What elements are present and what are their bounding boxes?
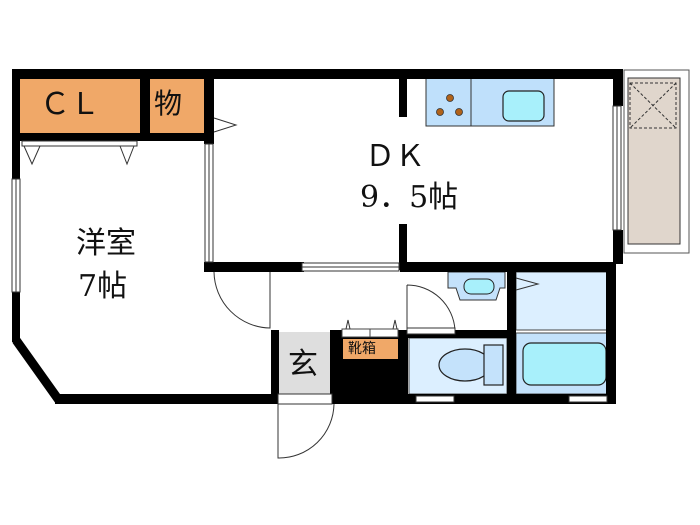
closet-area [20,78,140,133]
western-room-size: 7帖 [78,269,128,304]
storage-area [150,78,204,133]
walls [12,69,623,404]
dk-size: 9．5帖 [360,180,459,215]
toilet-tank [483,344,504,386]
door-swings [213,271,456,459]
entrance-label: 玄 [288,347,318,382]
closet-label: ＣＬ [40,87,100,122]
entrance-floor [279,332,333,394]
storage-label: 物 [154,87,183,120]
bathtub [522,342,607,386]
western-room-name: 洋室 [76,226,136,261]
washroom-area [515,271,614,331]
shoe-box-label: 靴箱 [348,341,376,357]
toilet-bowl [438,348,492,382]
closet-doors [21,117,540,291]
diagonal-wall [12,337,280,404]
kitchen-counter [425,77,555,127]
windows [11,105,622,403]
balcony [623,69,690,254]
dk-name: ＤＫ [365,139,425,174]
